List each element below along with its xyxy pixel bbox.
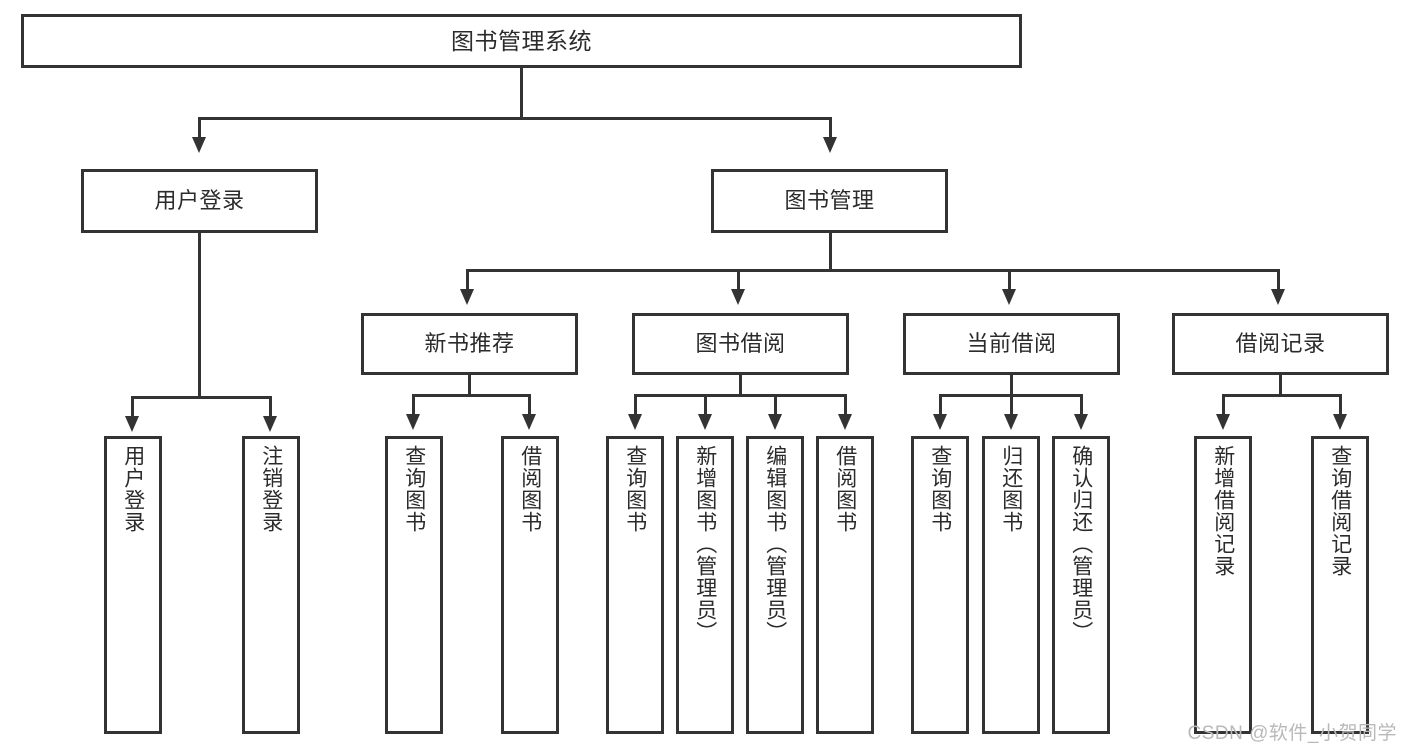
node-label: 新增图书（管理员） (693, 445, 717, 643)
node-label: 归还图书 (999, 445, 1023, 533)
node-label: 当前借阅 (966, 331, 1057, 357)
node-label: 注销登录 (259, 445, 283, 533)
connector-borrow-record-bus (1222, 394, 1342, 397)
node-label: 查询借阅记录 (1328, 445, 1352, 577)
arrowhead-to-leaf-confirm-return (1074, 414, 1088, 430)
node-label: 查询图书 (402, 445, 426, 533)
connector-to-leaf-confirm-return (1080, 394, 1083, 418)
connector-user-login-bus (131, 396, 271, 399)
arrowhead-to-book-borrow (731, 289, 745, 305)
connector-to-leaf-query-book-3 (939, 394, 942, 418)
node-book-management[interactable]: 图书管理 (711, 169, 948, 233)
leaf-add-borrow-record[interactable]: 新增借阅记录 (1194, 436, 1252, 734)
leaf-borrow-book-borrow[interactable]: 借阅图书 (816, 436, 874, 734)
node-label: 借阅图书 (518, 445, 542, 533)
leaf-query-book-borrow[interactable]: 查询图书 (606, 436, 664, 734)
node-label: 编辑图书（管理员） (763, 445, 787, 643)
leaf-confirm-return-admin[interactable]: 确认归还（管理员） (1052, 436, 1110, 734)
connector-new-book-recommend-stem (468, 375, 471, 396)
arrowhead-to-leaf-borrow-book-2 (838, 414, 852, 430)
node-book-borrow[interactable]: 图书借阅 (632, 313, 849, 375)
connector-to-leaf-logout-login (269, 396, 272, 420)
connector-level3-bus (466, 269, 1280, 272)
node-user-login[interactable]: 用户登录 (81, 169, 318, 233)
leaf-add-book-admin[interactable]: 新增图书（管理员） (676, 436, 734, 734)
leaf-logout-login[interactable]: 注销登录 (242, 436, 300, 734)
connector-to-user-login (198, 117, 201, 141)
connector-current-borrow-stem (1010, 375, 1013, 396)
node-label: 确认归还（管理员） (1069, 445, 1093, 643)
leaf-query-borrow-record[interactable]: 查询借阅记录 (1311, 436, 1369, 734)
connector-to-leaf-return-book (1010, 394, 1013, 418)
arrowhead-to-leaf-add-book (698, 414, 712, 430)
connector-book-borrow-bus (634, 394, 847, 397)
connector-to-new-book-recommend (466, 269, 469, 293)
connector-book-borrow-stem (739, 375, 742, 396)
node-label: 图书借阅 (695, 331, 786, 357)
node-label: 新书推荐 (424, 331, 515, 357)
node-label: 图书管理 (784, 188, 875, 214)
arrowhead-to-leaf-query-book-2 (628, 414, 642, 430)
arrowhead-to-leaf-user-login (125, 416, 139, 432)
node-label: 用户登录 (121, 445, 145, 533)
connector-to-leaf-query-borrow-record (1339, 394, 1342, 418)
node-label: 图书管理系统 (451, 27, 592, 54)
arrowhead-to-borrow-record (1271, 289, 1285, 305)
arrowhead-to-user-login (192, 137, 206, 153)
arrowhead-to-new-book-recommend (460, 289, 474, 305)
arrowhead-to-leaf-logout-login (263, 416, 277, 432)
connector-to-leaf-add-book (704, 394, 707, 418)
connector-to-leaf-query-book-2 (634, 394, 637, 418)
node-label: 新增借阅记录 (1211, 445, 1235, 577)
connector-borrow-record-stem (1279, 375, 1282, 396)
connector-root-stem (520, 68, 523, 118)
node-label: 用户登录 (154, 188, 245, 214)
arrowhead-to-book-management (823, 137, 837, 153)
leaf-edit-book-admin[interactable]: 编辑图书（管理员） (746, 436, 804, 734)
connector-to-book-borrow (737, 269, 740, 293)
arrowhead-to-leaf-query-borrow-record (1333, 414, 1347, 430)
node-borrow-record[interactable]: 借阅记录 (1172, 313, 1389, 375)
arrowhead-to-leaf-edit-book (768, 414, 782, 430)
connector-to-leaf-edit-book (774, 394, 777, 418)
node-root-book-management-system[interactable]: 图书管理系统 (21, 14, 1022, 68)
arrowhead-to-leaf-query-book-3 (933, 414, 947, 430)
node-label: 查询图书 (928, 445, 952, 533)
connector-to-leaf-query-book-1 (412, 394, 415, 418)
connector-level2-bus (198, 117, 832, 120)
node-label: 借阅图书 (833, 445, 857, 533)
leaf-borrow-book-new-recommend[interactable]: 借阅图书 (501, 436, 559, 734)
arrowhead-to-leaf-query-book-1 (406, 414, 420, 430)
leaf-query-book-current[interactable]: 查询图书 (911, 436, 969, 734)
leaf-return-book[interactable]: 归还图书 (982, 436, 1040, 734)
connector-to-leaf-add-borrow-record (1222, 394, 1225, 418)
connector-to-borrow-record (1277, 269, 1280, 293)
node-label: 查询图书 (623, 445, 647, 533)
node-new-book-recommend[interactable]: 新书推荐 (361, 313, 578, 375)
node-current-borrow[interactable]: 当前借阅 (903, 313, 1120, 375)
leaf-query-book-new-recommend[interactable]: 查询图书 (385, 436, 443, 734)
connector-to-leaf-borrow-book-1 (528, 394, 531, 418)
connector-to-current-borrow (1008, 269, 1011, 293)
connector-user-login-stem (198, 233, 201, 398)
connector-to-book-management (829, 117, 832, 141)
arrowhead-to-leaf-add-borrow-record (1216, 414, 1230, 430)
arrowhead-to-current-borrow (1002, 289, 1016, 305)
csdn-watermark: CSDN @软件_小贺同学 (1187, 723, 1397, 744)
connector-new-book-recommend-bus (412, 394, 531, 397)
node-label: 借阅记录 (1235, 331, 1326, 357)
connector-to-leaf-user-login (131, 396, 134, 420)
connector-to-leaf-borrow-book-2 (844, 394, 847, 418)
arrowhead-to-leaf-return-book (1004, 414, 1018, 430)
arrowhead-to-leaf-borrow-book-1 (522, 414, 536, 430)
leaf-user-login[interactable]: 用户登录 (104, 436, 162, 734)
connector-book-management-stem (829, 233, 832, 271)
